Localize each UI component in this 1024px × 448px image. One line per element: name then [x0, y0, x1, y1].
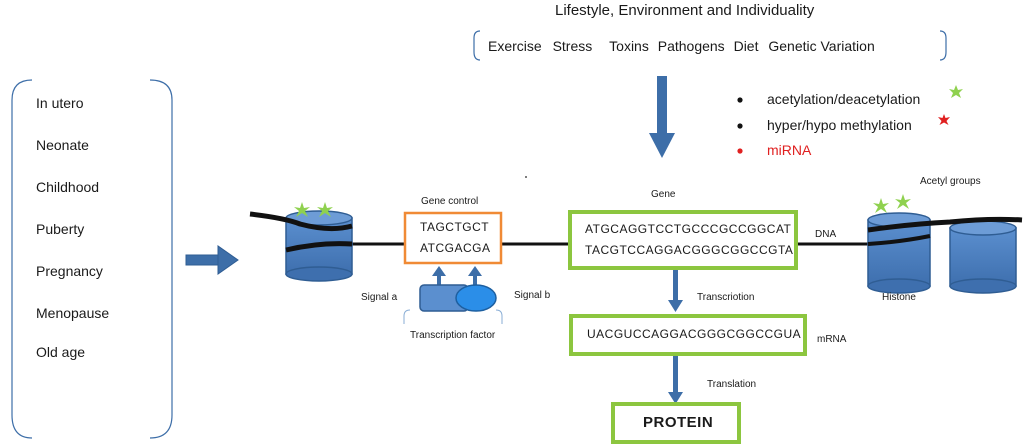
signal-b-label: Signal b — [514, 290, 551, 301]
factor-pathogens: Pathogens — [657, 38, 725, 54]
histone-left — [249, 210, 353, 282]
factor-stress: Stress — [552, 38, 593, 54]
legend-item-mirna: miRNA — [767, 142, 812, 158]
stage-neonate: Neonate — [36, 137, 89, 153]
stage-pregnancy: Pregnancy — [36, 263, 103, 279]
gene-control-seq-1: TAGCTGCT — [420, 220, 490, 234]
gene-seq-1: ATGCAGGTCCTGCCCGCCGGCAT — [585, 222, 792, 236]
factors-brace — [473, 30, 947, 61]
legend-bullet-1 — [737, 97, 743, 103]
gene-seq-2: TACGTCCAGGACGGGCGGCCGTA — [585, 243, 794, 257]
acetyl-groups-label: Acetyl groups — [920, 176, 981, 187]
acetyl-star-right-2 — [895, 194, 911, 209]
stage-menopause: Menopause — [36, 305, 110, 321]
lifestyle-title: Lifestyle, Environment and Individuality — [555, 2, 815, 19]
transcription-factor-shape — [419, 284, 497, 312]
mrna-label: mRNA — [817, 334, 847, 345]
transcription-label: Transcriotion — [697, 292, 755, 303]
gene-label: Gene — [651, 189, 676, 200]
tf-brace — [403, 309, 503, 324]
dna-label: DNA — [815, 229, 837, 240]
transcription-factor-label: Transcription factor — [410, 330, 496, 341]
gene-box — [568, 210, 798, 270]
translation-arrow — [668, 356, 683, 404]
mrna-box — [569, 314, 807, 356]
gene-control-box — [403, 211, 503, 265]
stage-old-age: Old age — [36, 344, 86, 360]
legend-bullet-2 — [737, 123, 743, 129]
stage-puberty: Puberty — [36, 221, 85, 237]
factor-exercise: Exercise — [488, 38, 542, 54]
factors-row: Exercise Stress Toxins Pathogens Diet Ge… — [488, 38, 875, 54]
life-stages-bracket — [11, 79, 173, 439]
stage-childhood: Childhood — [36, 179, 100, 195]
factor-toxins: Toxins — [609, 38, 649, 54]
protein-label: PROTEIN — [643, 414, 714, 431]
legend-item-acetylation: acetylation/deacetylation — [767, 91, 921, 107]
mrna-seq: UACGUCCAGGACGGGCGGCCGUA — [587, 327, 802, 341]
transcription-arrow — [668, 270, 683, 312]
histone-right-2 — [949, 220, 1017, 294]
factor-genetic-variation: Genetic Variation — [768, 38, 875, 54]
acetyl-star-right-1 — [873, 198, 889, 213]
translation-label: Translation — [707, 379, 757, 390]
factor-diet: Diet — [733, 38, 759, 54]
legend-item-methylation: hyper/hypo methylation — [767, 117, 912, 133]
legend-star-red-icon — [938, 114, 950, 125]
protein-box — [611, 402, 741, 444]
acetyl-star-left-2 — [317, 202, 333, 217]
legend-bullet-3 — [737, 148, 743, 154]
acetyl-star-left-1 — [294, 202, 310, 217]
legend-star-green-icon — [949, 85, 963, 98]
signal-arrows — [432, 266, 482, 286]
histone-label: Histone — [882, 292, 916, 303]
factors-down-arrow — [649, 76, 675, 158]
gene-control-label: Gene control — [421, 196, 479, 207]
life-stages-right-arrow — [185, 245, 239, 275]
signal-a-label: Signal a — [361, 292, 398, 303]
gene-control-seq-2: ATCGACGA — [420, 241, 491, 255]
stage-in-utero: In utero — [36, 95, 84, 111]
